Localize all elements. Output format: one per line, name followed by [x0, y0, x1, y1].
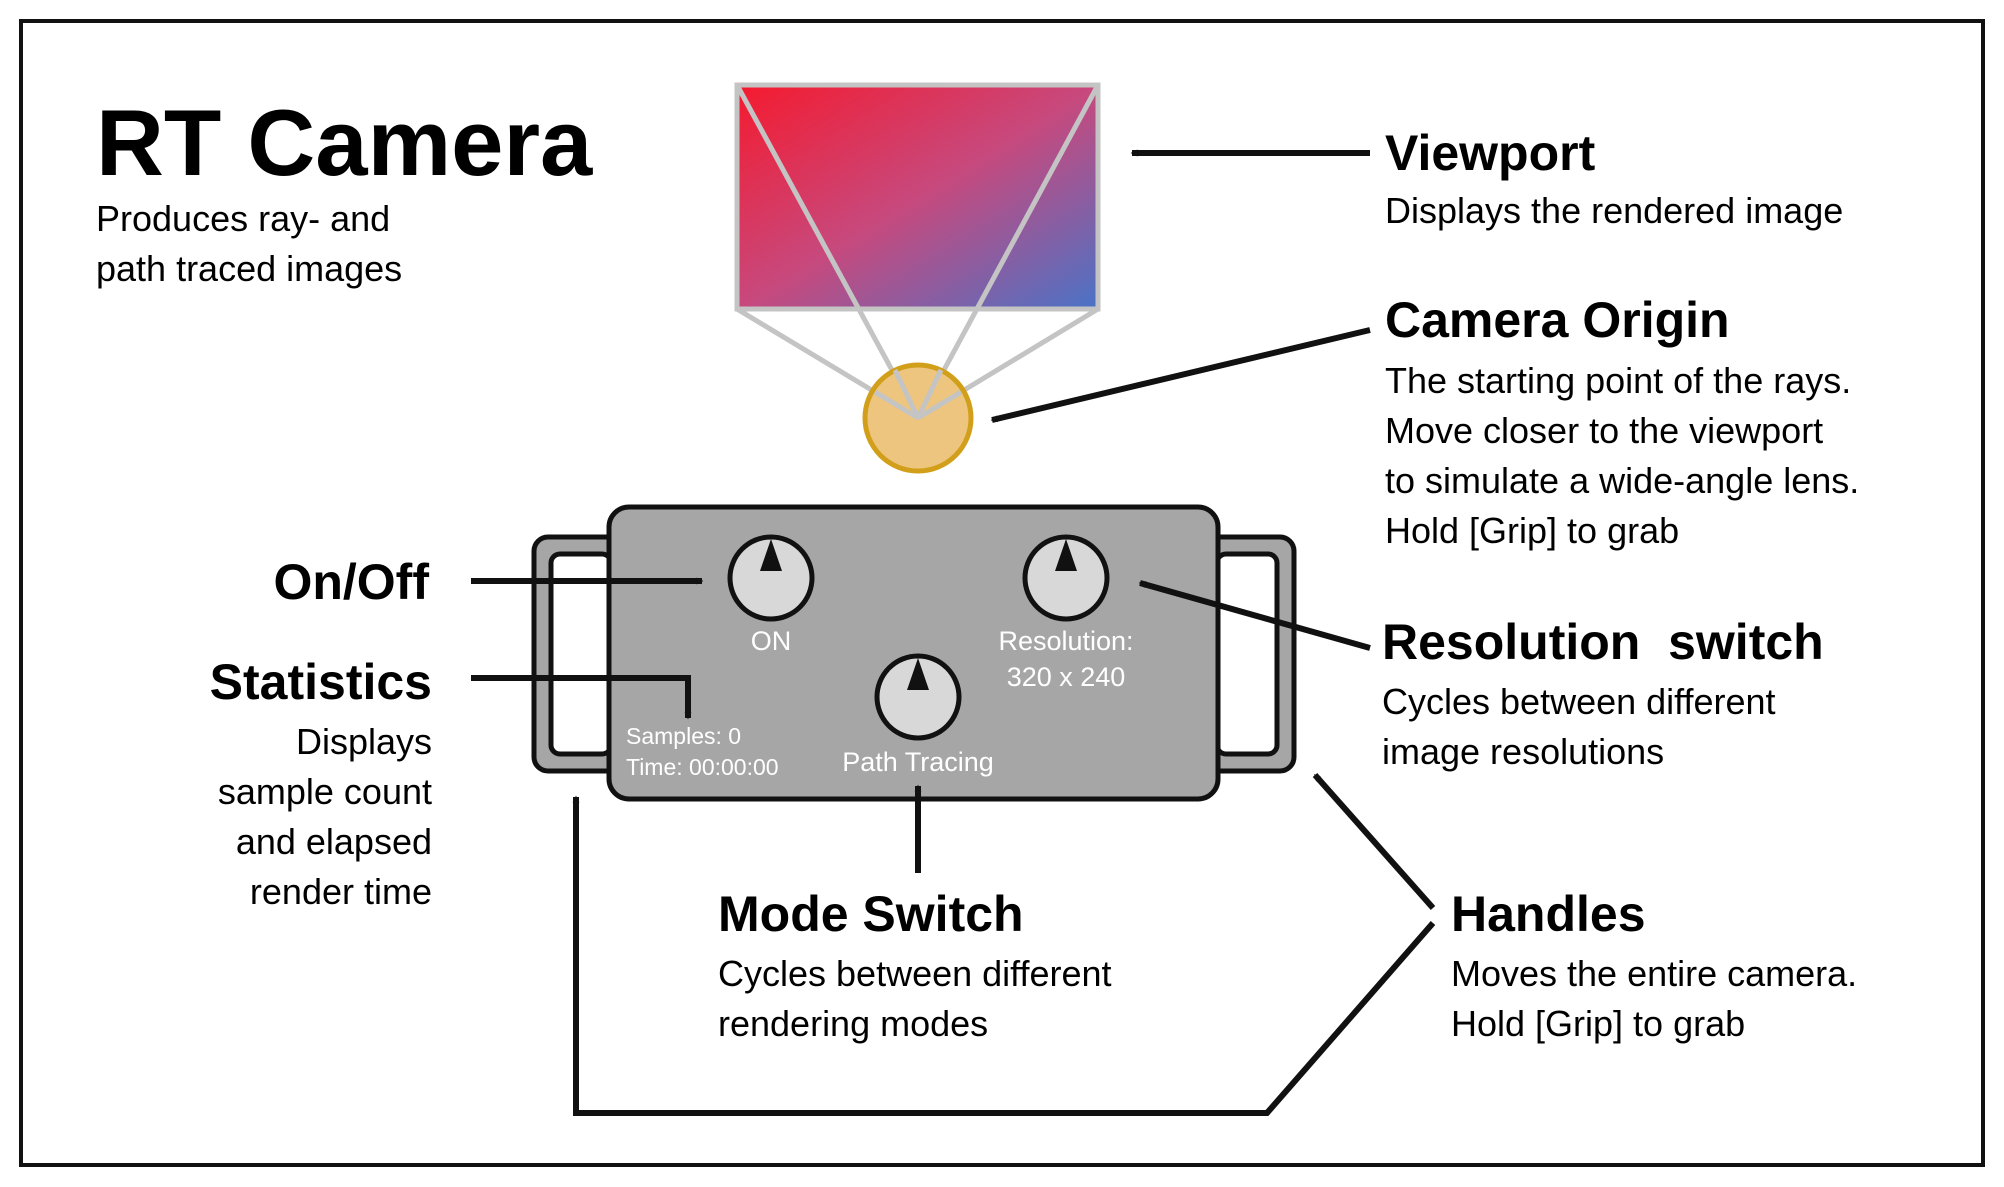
- title-description: Produces ray- and path traced images: [96, 194, 402, 294]
- on-off-label: ON: [750, 626, 792, 656]
- diagram-frame: [19, 19, 1985, 1167]
- statistics-heading: Statistics: [209, 654, 432, 710]
- resolution-switch-description-line: image resolutions: [1382, 731, 1665, 772]
- frustum-line: [873, 389, 920, 421]
- resolution-label-line: Resolution:: [998, 626, 1134, 656]
- handles-left-arrow-icon: [572, 795, 1436, 1116]
- mode-switch-heading: Mode Switch: [718, 886, 1024, 942]
- page-title: RT Camera: [96, 90, 593, 195]
- statistics-description: Displays sample count and elapsed render…: [218, 717, 432, 917]
- mode-switch-description-line: rendering modes: [718, 1003, 989, 1044]
- camera-origin-description-line: The starting point of the rays.: [1385, 360, 1852, 401]
- frustum-line: [916, 389, 963, 421]
- on-off-knob[interactable]: [727, 534, 815, 622]
- knob-icon[interactable]: [874, 653, 962, 741]
- viewport-heading: Viewport: [1385, 125, 1596, 181]
- camera-origin-description-line: to simulate a wide-angle lens.: [1385, 460, 1860, 501]
- mode-knob[interactable]: [874, 653, 962, 741]
- mode-switch-description: Cycles between different rendering modes: [718, 949, 1112, 1049]
- frustum-line: [892, 368, 921, 420]
- time-readout: Time: 00:00:00: [626, 754, 779, 780]
- handles-heading: Handles: [1451, 886, 1646, 942]
- knob-icon[interactable]: [1022, 534, 1110, 622]
- handles-right-arrow-icon: [1312, 773, 1436, 910]
- mode-label: Path Tracing: [842, 747, 994, 777]
- camera-origin-description: The starting point of the rays. Move clo…: [1385, 356, 1859, 556]
- handles-description-line: Moves the entire camera.: [1451, 953, 1858, 994]
- handles-description-line: Hold [Grip] to grab: [1451, 1003, 1746, 1044]
- camera-origin[interactable]: [862, 362, 974, 474]
- statistics-description-line: render time: [249, 871, 432, 912]
- resolution-label: Resolution: 320 x 240: [976, 623, 1156, 695]
- resolution-switch-description-line: Cycles between different: [1382, 681, 1776, 722]
- handles-description: Moves the entire camera. Hold [Grip] to …: [1451, 949, 1857, 1049]
- viewport: [734, 82, 1101, 421]
- samples-readout: Samples: 0: [626, 723, 742, 749]
- camera-origin-description-line: Move closer to the viewport: [1385, 410, 1824, 451]
- resolution-switch-heading: Resolution switch: [1382, 614, 1824, 670]
- viewport-description: Displays the rendered image: [1385, 186, 1843, 236]
- statistics-description-line: Displays: [295, 721, 432, 762]
- resolution-arrow-icon: [1138, 580, 1371, 651]
- resolution-label-line: 320 x 240: [1006, 662, 1126, 692]
- camera-origin-arrow-icon: [990, 327, 1371, 423]
- resolution-switch-description: Cycles between different image resolutio…: [1382, 677, 1776, 777]
- frustum-line: [915, 368, 944, 420]
- statistics-description-line: and elapsed: [235, 821, 432, 862]
- resolution-knob[interactable]: [1022, 534, 1110, 622]
- viewport-description-line: Displays the rendered image: [1385, 190, 1844, 231]
- title-description-line: path traced images: [96, 248, 403, 289]
- on-off-heading: On/Off: [273, 554, 429, 610]
- camera-origin-description-line: Hold [Grip] to grab: [1385, 510, 1680, 551]
- camera-origin-heading: Camera Origin: [1385, 292, 1730, 348]
- mode-switch-description-line: Cycles between different: [718, 953, 1112, 994]
- statistics-description-line: sample count: [217, 771, 432, 812]
- knob-icon[interactable]: [727, 534, 815, 622]
- title-description-line: Produces ray- and: [96, 198, 391, 239]
- frustum-line: [734, 83, 921, 420]
- statistics-arrow-icon: [471, 675, 692, 720]
- frustum-line: [915, 83, 1101, 420]
